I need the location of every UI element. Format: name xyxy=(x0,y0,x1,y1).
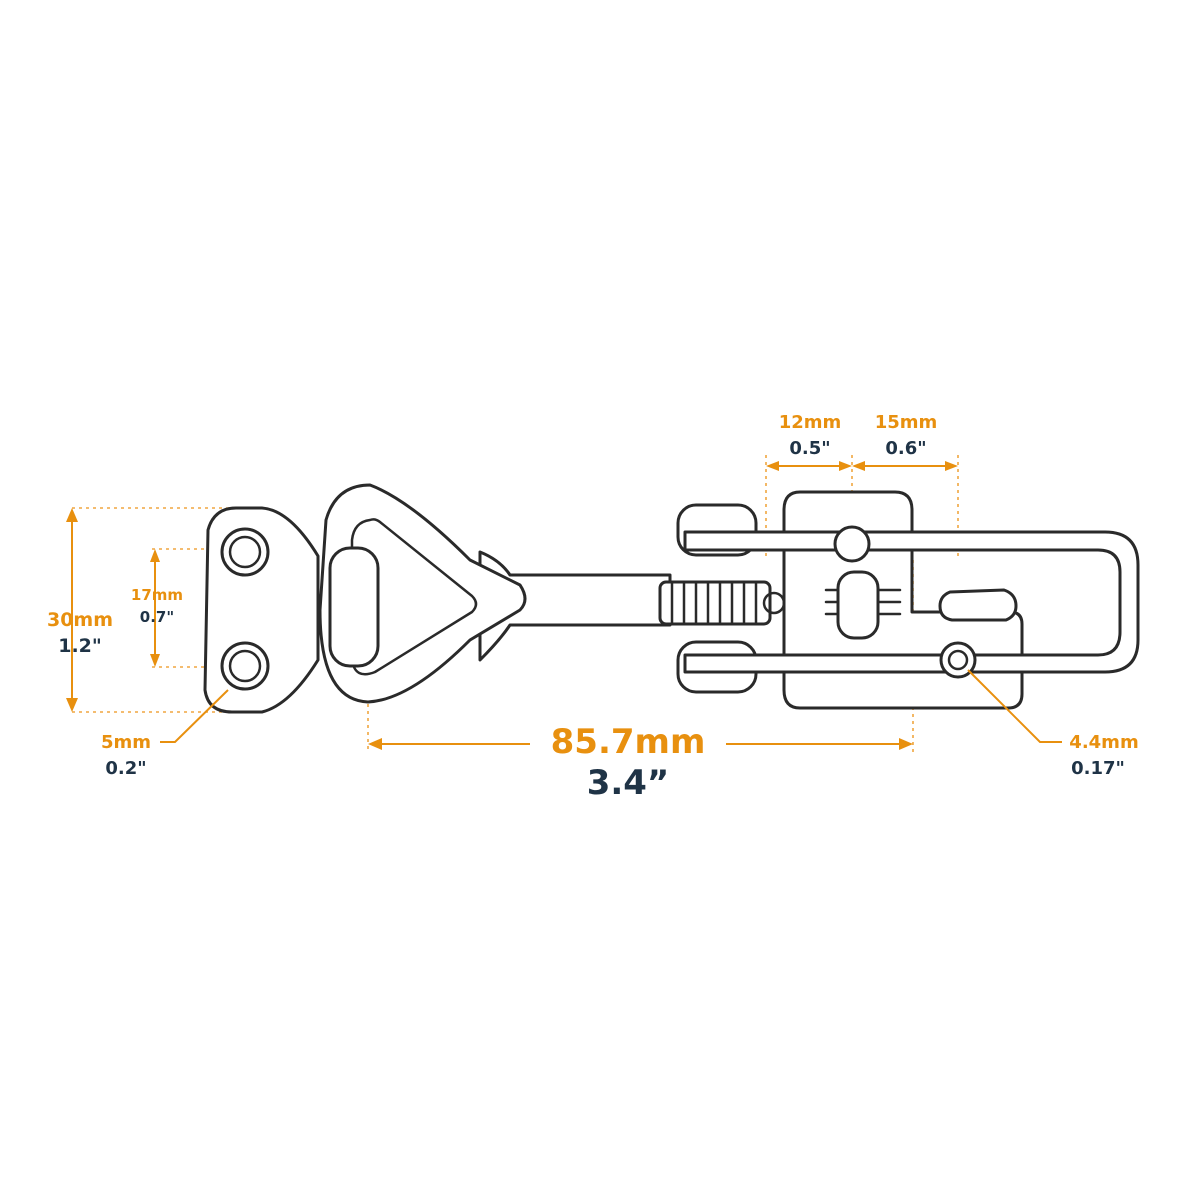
bolt-threads xyxy=(670,580,758,626)
wire-loop xyxy=(683,530,1140,674)
label-hole-imperial: 0.2" xyxy=(105,758,146,779)
arrow-offset-b-right xyxy=(945,461,958,471)
arrow-spacing-top xyxy=(150,549,160,562)
label-slot-metric: 4.4mm xyxy=(1069,732,1138,753)
dimension-labels: 30mm 1.2" 17mm 0.7" 5mm 0.2" 85.7mm 3.4”… xyxy=(47,412,1139,803)
mounting-hole-upper-inner xyxy=(228,535,262,569)
arrow-length-right xyxy=(899,738,913,750)
mounting-hole-lower xyxy=(220,641,270,691)
leader-hole-diameter xyxy=(160,689,229,743)
arrow-offset-a-left xyxy=(766,461,779,471)
base-hole-upper xyxy=(833,525,871,563)
label-height-imperial: 1.2" xyxy=(58,635,102,657)
label-spacing-imperial: 0.7" xyxy=(140,608,174,626)
center-nut-thread xyxy=(824,588,902,616)
catch-slot xyxy=(938,588,1018,622)
label-hole-metric: 5mm xyxy=(101,732,151,753)
arrow-height-top xyxy=(66,508,78,522)
arrow-offset-a-right xyxy=(839,461,852,471)
threaded-bolt xyxy=(658,580,772,626)
label-length-metric: 85.7mm xyxy=(551,722,706,762)
base-hole-lower-inner xyxy=(947,649,969,671)
arrow-offset-b-left xyxy=(852,461,865,471)
hook-inner xyxy=(350,518,478,676)
label-spacing-metric: 17mm xyxy=(131,586,183,604)
label-length-imperial: 3.4” xyxy=(587,763,670,803)
arrow-height-bottom xyxy=(66,698,78,712)
label-slot-imperial: 0.17" xyxy=(1071,758,1125,779)
center-nut xyxy=(836,570,880,640)
arrow-length-left xyxy=(368,738,382,750)
base-hole-lower xyxy=(939,641,977,679)
arrow-spacing-bottom xyxy=(150,654,160,667)
dimension-lines xyxy=(66,461,1062,750)
mounting-hole-upper xyxy=(220,527,270,577)
mounting-hole-lower-inner xyxy=(228,649,262,683)
leader-slot-hole xyxy=(967,669,1062,743)
hook-roller xyxy=(328,546,380,668)
label-offset-a-imperial: 0.5" xyxy=(789,438,830,459)
latch-drawing xyxy=(203,483,1140,714)
label-offset-a-metric: 12mm xyxy=(779,412,842,433)
label-offset-b-imperial: 0.6" xyxy=(885,438,926,459)
label-offset-b-metric: 15mm xyxy=(875,412,938,433)
label-height-metric: 30mm xyxy=(47,609,113,631)
